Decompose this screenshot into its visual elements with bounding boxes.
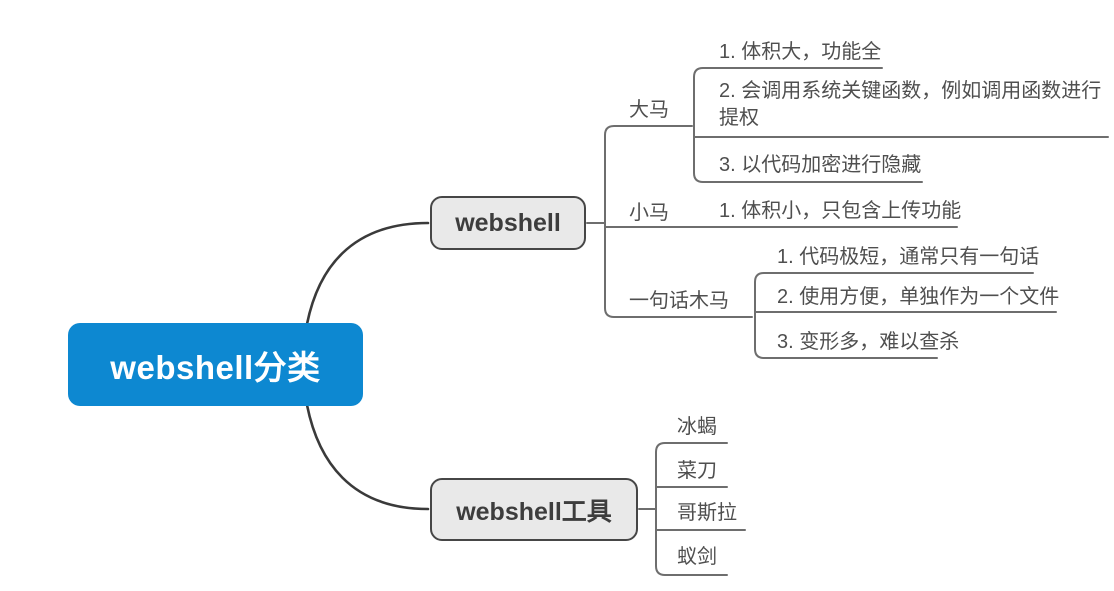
detail-dama-2[interactable]: 2. 会调用系统关键函数，例如调用函数进行提权 — [719, 80, 1102, 129]
topic-webshell[interactable]: webshell — [430, 196, 586, 250]
detail-xiaoma-1[interactable]: 1. 体积小，只包含上传功能 — [719, 200, 962, 222]
detail-dama-1[interactable]: 1. 体积大，功能全 — [719, 41, 882, 63]
detail-one-liner-2[interactable]: 2. 使用方便，单独作为一个文件 — [777, 286, 1060, 308]
subtopic-xiaoma[interactable]: 小马 — [629, 202, 669, 224]
topic-webshell-tools[interactable]: webshell工具 — [430, 478, 638, 541]
subtopic-dama[interactable]: 大马 — [629, 99, 669, 121]
subtopic-one-liner-trojan[interactable]: 一句话木马 — [629, 290, 729, 312]
tool-binxie[interactable]: 冰蝎 — [677, 416, 717, 438]
tool-gesila[interactable]: 哥斯拉 — [677, 502, 737, 524]
detail-one-liner-3[interactable]: 3. 变形多，难以查杀 — [777, 331, 960, 353]
root-topic-webshell-classification[interactable]: webshell分类 — [68, 323, 363, 406]
tool-caidao[interactable]: 菜刀 — [677, 460, 717, 482]
tool-yijian[interactable]: 蚁剑 — [677, 546, 717, 568]
detail-one-liner-1[interactable]: 1. 代码极短，通常只有一句话 — [777, 246, 1040, 268]
detail-dama-3[interactable]: 3. 以代码加密进行隐藏 — [719, 154, 922, 176]
